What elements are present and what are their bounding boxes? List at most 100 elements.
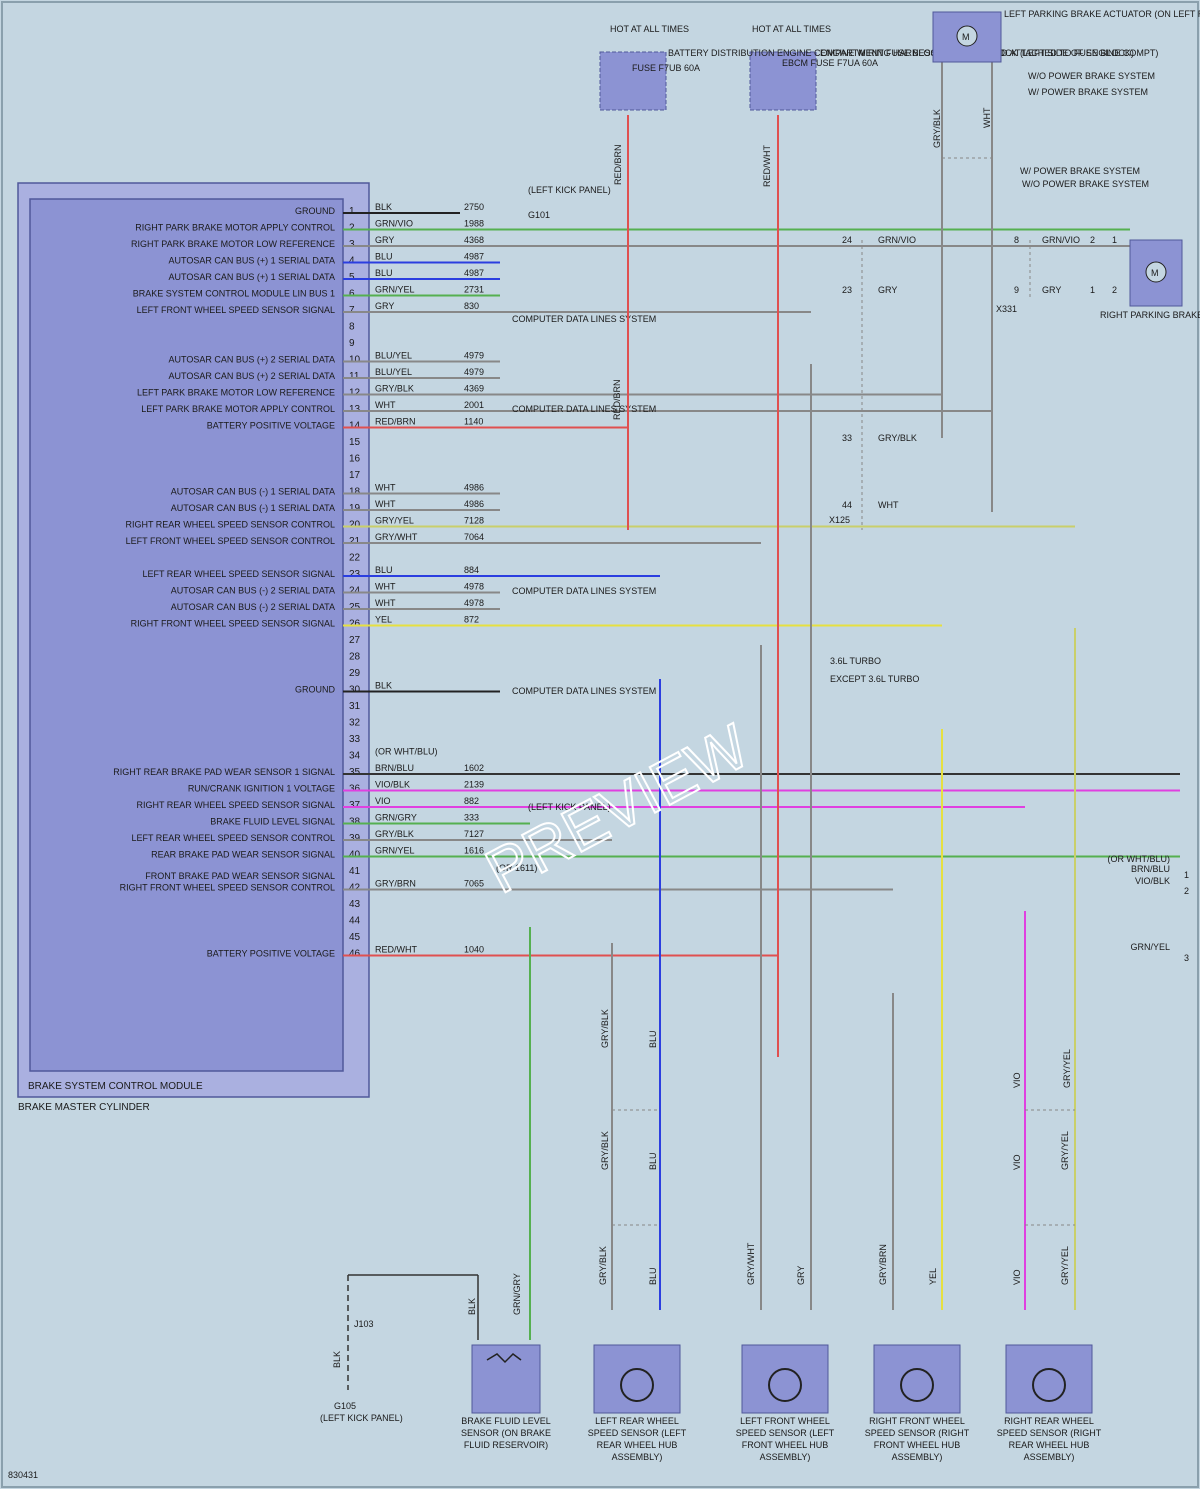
vertical-wire-label: BLK — [467, 1298, 477, 1315]
pin-number: 27 — [349, 635, 361, 646]
pin-label: LEFT REAR WHEEL SPEED SENSOR SIGNAL — [142, 569, 335, 579]
pin-label: LEFT FRONT WHEEL SPEED SENSOR CONTROL — [126, 536, 335, 546]
circuit-number: 7065 — [464, 879, 484, 889]
actuator-pin: 1 — [1090, 285, 1095, 295]
wire-color-label: BLU — [375, 252, 393, 262]
x331-color: GRN/VIO — [1042, 235, 1080, 245]
wire-color-label: YEL — [375, 615, 392, 625]
wire-color-label: WHT — [375, 499, 396, 509]
right-actuator-option1: W/ POWER BRAKE SYSTEM — [1020, 166, 1140, 176]
pin-label: BRAKE SYSTEM CONTROL MODULE LIN BUS 1 — [133, 289, 335, 299]
wire-color-label: WHT — [375, 400, 396, 410]
wire-color-label: GRN/YEL — [375, 846, 415, 856]
circuit-number: 4987 — [464, 268, 484, 278]
pin-label: RUN/CRANK IGNITION 1 VOLTAGE — [188, 784, 335, 794]
pin-number: 36 — [349, 784, 361, 795]
wire-color-label: BLU — [375, 268, 393, 278]
pin-label: RIGHT PARK BRAKE MOTOR APPLY CONTROL — [135, 223, 335, 233]
pin-number: 2 — [349, 223, 355, 234]
wire-color-label: WHT — [375, 582, 396, 592]
pin-label: GROUND — [295, 206, 335, 216]
g101-name: G101 — [528, 210, 550, 220]
pin-label: AUTOSAR CAN BUS (-) 1 SERIAL DATA — [171, 503, 335, 513]
wire-color-label: GRN/GRY — [375, 813, 417, 823]
vertical-wire-label: GRY/BRN — [878, 1244, 888, 1285]
wire-color-label: BRN/BLU — [375, 763, 414, 773]
pin-number: 18 — [349, 487, 361, 498]
right-actuator-motor-icon — [1145, 261, 1167, 283]
wire-color-label: RED/BRN — [375, 417, 416, 427]
vertical-wire-label: BLU — [648, 1030, 658, 1048]
sensor-label: REAR WHEEL HUB — [1009, 1440, 1090, 1450]
vertical-wire-label: VIO — [1012, 1269, 1022, 1285]
circuit-number: 1602 — [464, 763, 484, 773]
x331-right-name: X331 — [996, 304, 1017, 314]
pin-label: BATTERY POSITIVE VOLTAGE — [207, 949, 335, 959]
pin-number: 29 — [349, 668, 361, 679]
right-bus-number: 2 — [1184, 886, 1189, 896]
x125-pin: 24 — [842, 235, 852, 245]
fluid-sensor-icon — [486, 1353, 522, 1364]
x125-name: X125 — [829, 515, 850, 525]
circuit-number: 1140 — [464, 417, 483, 427]
x125-color: WHT — [878, 500, 899, 510]
circuit-number: 4368 — [464, 235, 484, 245]
circuit-number: 882 — [464, 796, 479, 806]
sensor-label: RIGHT REAR WHEEL — [1004, 1416, 1094, 1426]
computer-data-lines-label: COMPUTER DATA LINES SYSTEM — [512, 404, 656, 414]
doc-number: 830431 — [8, 1470, 38, 1480]
pin-number: 21 — [349, 536, 361, 547]
pin-label: LEFT PARK BRAKE MOTOR APPLY CONTROL — [141, 404, 335, 414]
front-brake-pad-label: FRONT BRAKE PAD WEAR SENSOR SIGNAL — [145, 871, 335, 881]
pin-number: 31 — [349, 701, 361, 712]
vertical-wire-label: GRY/BLK — [932, 109, 942, 148]
wheel-speed-sensor-icon — [1032, 1368, 1066, 1402]
pin-number: 20 — [349, 520, 361, 531]
fuse-right-box — [749, 51, 817, 111]
fuse-left-box — [599, 51, 667, 111]
sensor-label: ASSEMBLY) — [612, 1452, 663, 1462]
right-bus-label: VIO/BLK — [1135, 876, 1170, 886]
fuse-left-location: BATTERY DISTRIBUTION ENGINE COMPARTMENT … — [668, 48, 1134, 58]
x331-pin: 9 — [1014, 285, 1019, 295]
circuit-number: 830 — [464, 301, 479, 311]
circuit-number: 4978 — [464, 598, 484, 608]
sensor-label: SENSOR (ON BRAKE — [461, 1428, 551, 1438]
pin-number: 33 — [349, 734, 361, 745]
sensor-box — [873, 1344, 961, 1414]
circuit-number: 2750 — [464, 202, 484, 212]
sensor-label: ASSEMBLY) — [760, 1452, 811, 1462]
circuit-number: 333 — [464, 813, 479, 823]
sensor-label: FRONT WHEEL HUB — [742, 1440, 829, 1450]
g101-location: (LEFT KICK PANEL) — [528, 185, 611, 195]
wire-group — [347, 60, 1076, 1390]
circuit-number: 1988 — [464, 219, 484, 229]
pin-number: 11 — [349, 371, 360, 382]
right-bus-label-2: BRN/BLU — [1131, 864, 1170, 874]
left-motor-m: M — [962, 32, 970, 42]
circuit-number: 2731 — [464, 285, 484, 295]
pin-number: 17 — [349, 470, 361, 481]
actuator-pin: 2 — [1090, 235, 1095, 245]
pin-label: GROUND — [295, 685, 335, 695]
pin-label: AUTOSAR CAN BUS (+) 1 SERIAL DATA — [169, 256, 335, 266]
pin-number: 8 — [349, 322, 355, 333]
left-actuator-option2: W/ POWER BRAKE SYSTEM — [1028, 87, 1148, 97]
module-inner-label: BRAKE SYSTEM CONTROL MODULE — [28, 1081, 203, 1092]
wire-color-label: BLU — [375, 565, 393, 575]
vertical-wire-label: GRY/YEL — [1060, 1131, 1070, 1170]
pin-label: REAR BRAKE PAD WEAR SENSOR SIGNAL — [151, 850, 335, 860]
circuit-number: 7127 — [464, 829, 484, 839]
vertical-wire-label: VIO — [1012, 1072, 1022, 1088]
wire-color-label: GRY/BRN — [375, 879, 416, 889]
circuit-number: 1040 — [464, 945, 484, 955]
wire-color-label: VIO/BLK — [375, 780, 410, 790]
pin-number: 14 — [349, 421, 361, 432]
fuse-right-hot: HOT AT ALL TIMES — [752, 24, 831, 34]
vertical-wire-label: GRN/GRY — [512, 1273, 522, 1315]
vertical-wire-label: GRY/BLK — [600, 1131, 610, 1170]
right-bus-label: (OR WHT/BLU) — [1108, 854, 1171, 864]
wire-color-label: BLK — [375, 681, 392, 691]
